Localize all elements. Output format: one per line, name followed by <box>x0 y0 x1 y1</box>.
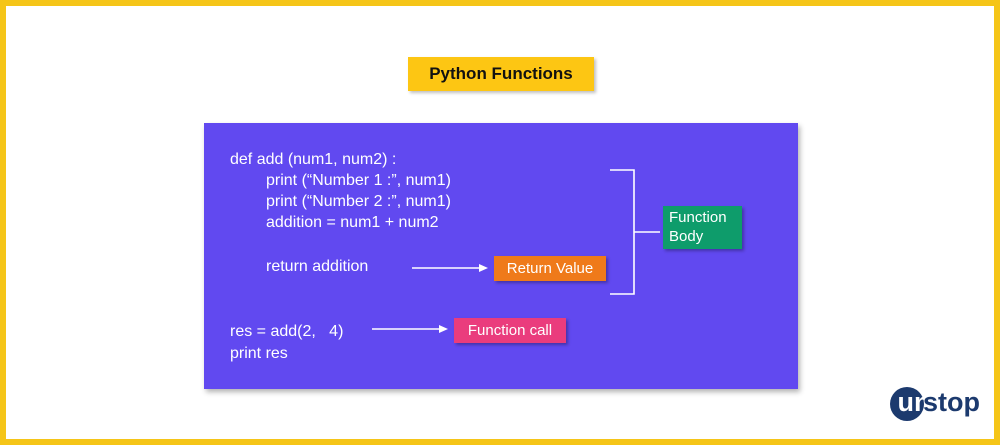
logo-circle: un <box>890 387 931 421</box>
return-arrow <box>412 264 488 272</box>
code-line-def: def add (num1, num2) : <box>230 151 397 168</box>
function-call-label: Function call <box>454 318 566 343</box>
diagram-title: Python Functions <box>408 57 594 91</box>
code-line-print-2: print (“Number 2 :”, num1) <box>266 193 451 210</box>
logo-text-rest: stop <box>923 386 980 417</box>
call-arrow <box>372 325 448 333</box>
logo-text-first: un <box>897 386 931 417</box>
function-body-label: Function Body <box>663 206 742 249</box>
code-line-call: res = add(2, 4) <box>230 323 344 340</box>
return-value-label: Return Value <box>494 256 606 281</box>
function-body-bracket <box>610 169 660 295</box>
unstop-logo: un stop <box>890 386 980 422</box>
code-line-addition: addition = num1 + num2 <box>266 214 439 231</box>
code-line-return: return addition <box>266 258 369 275</box>
code-line-print-1: print (“Number 1 :”, num1) <box>266 172 451 189</box>
code-line-print-res: print res <box>230 345 288 362</box>
